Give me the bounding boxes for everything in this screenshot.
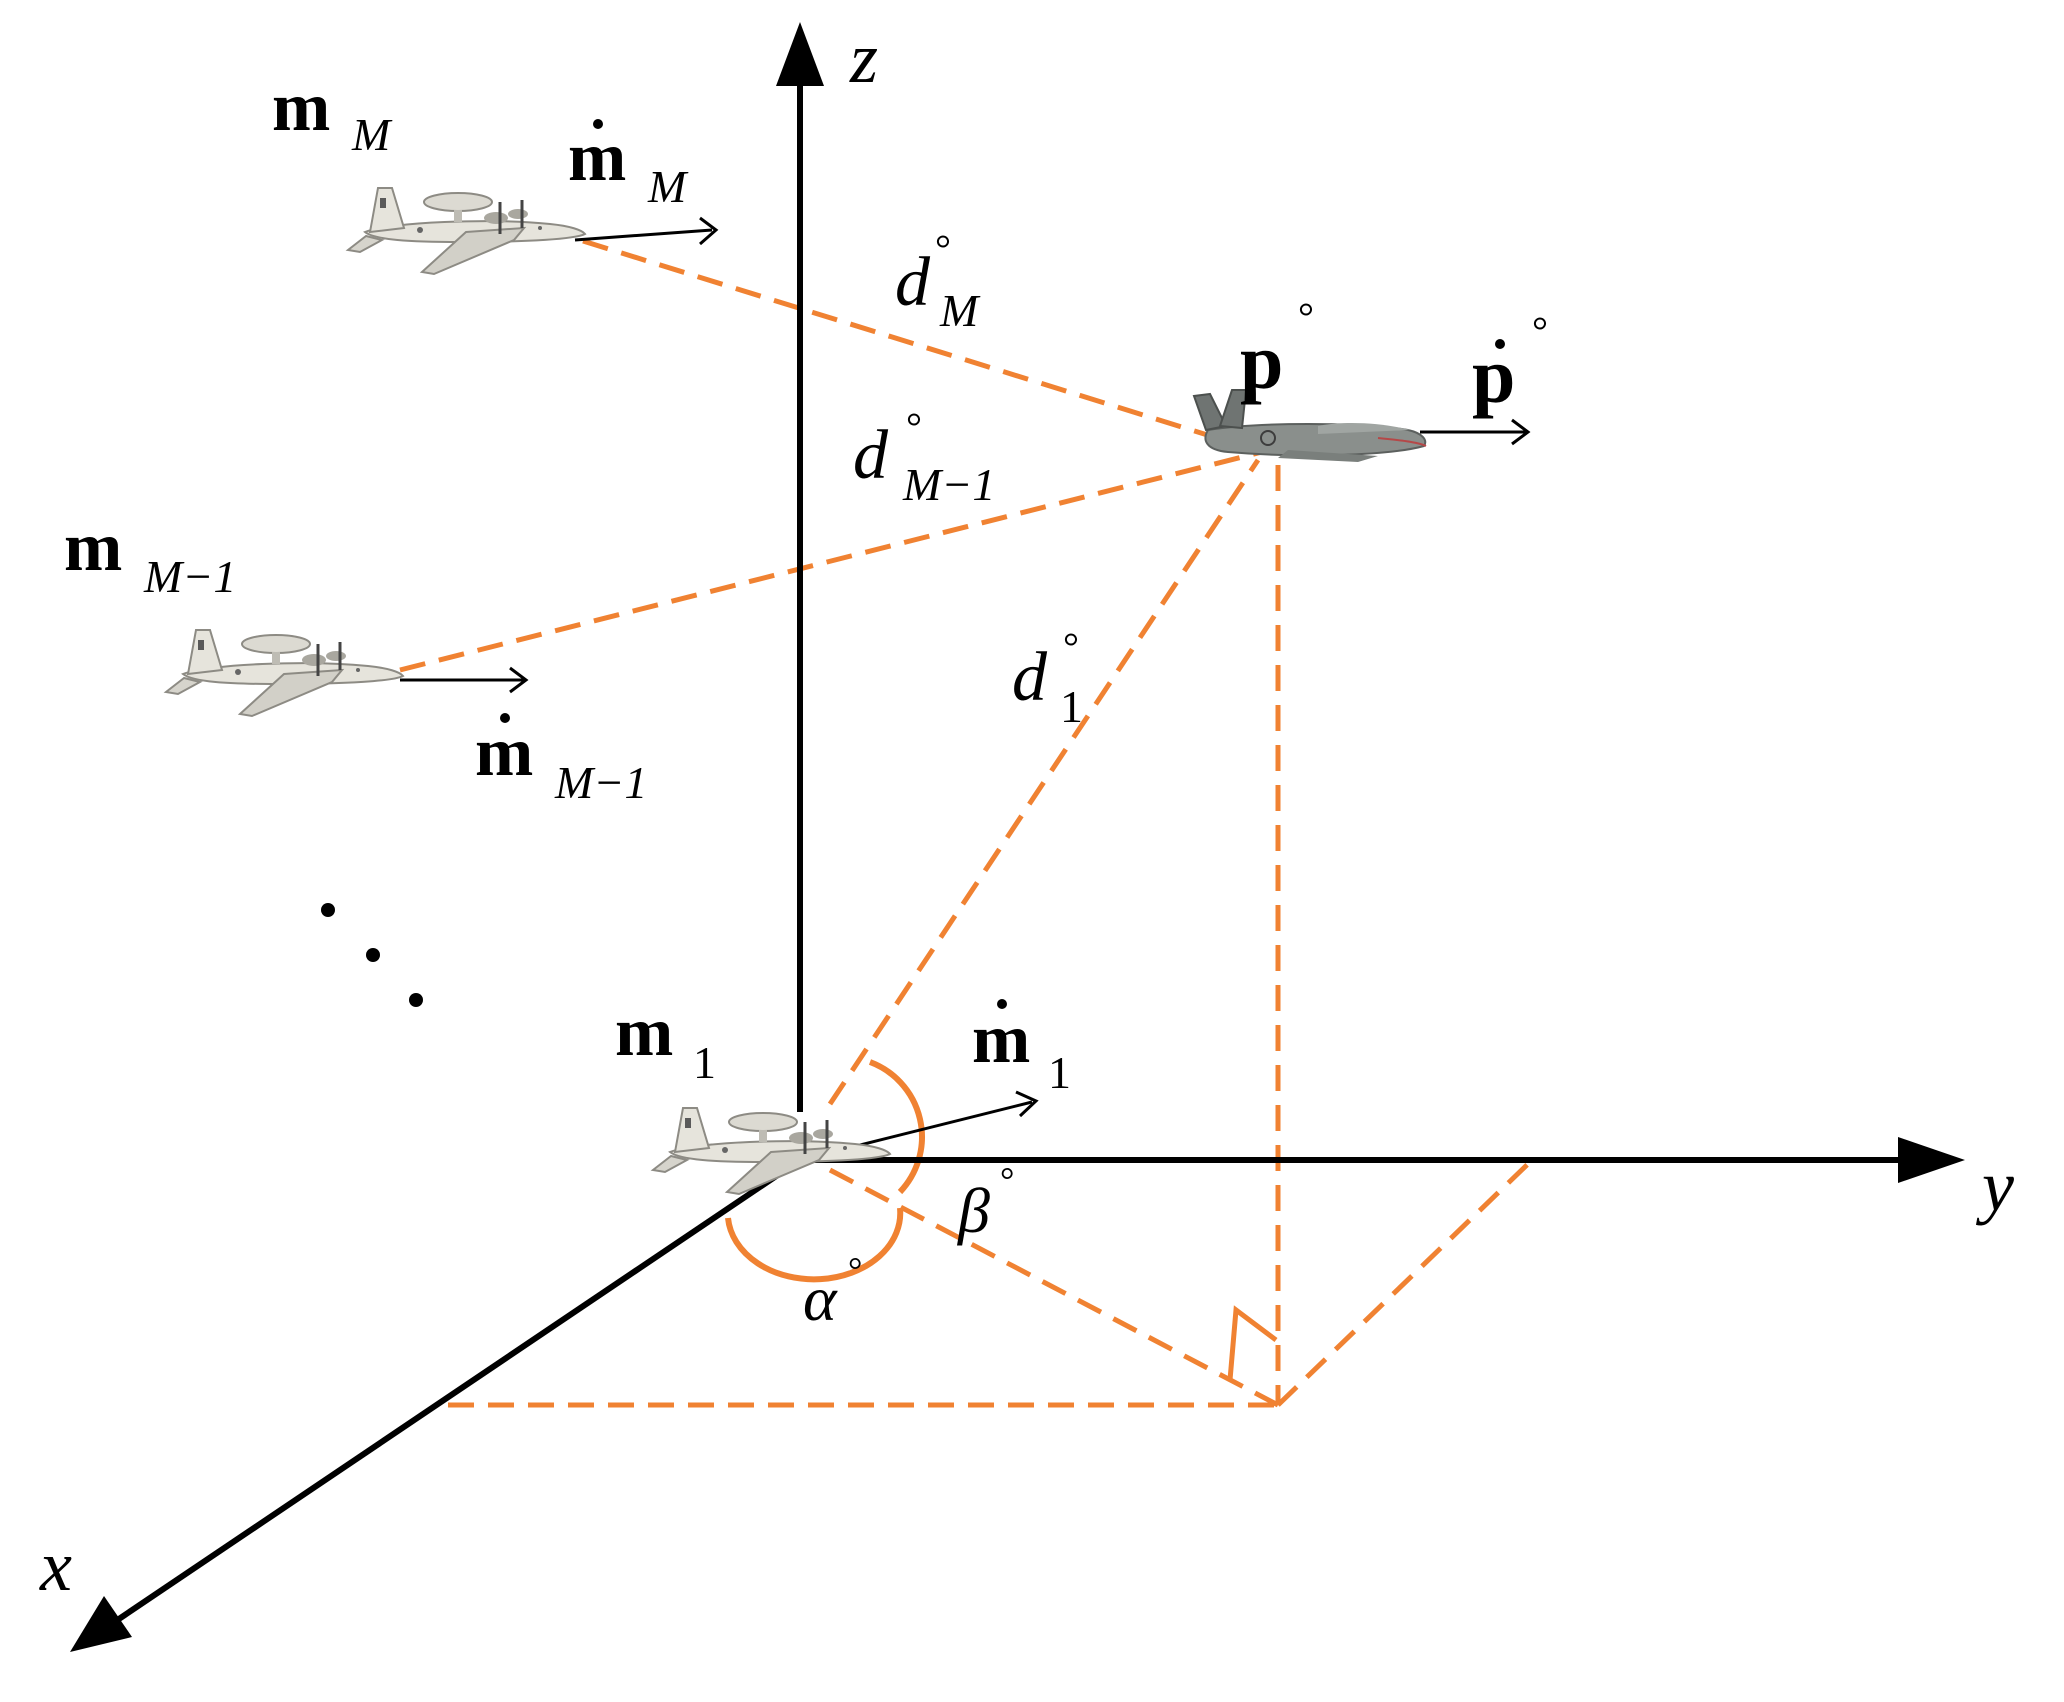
- axis-label-x: x: [39, 1526, 72, 1606]
- distance-line-M-minus-1: [399, 449, 1263, 673]
- svg-text:°: °: [848, 1250, 862, 1290]
- coordinate-axes: [70, 22, 1965, 1652]
- awacs-aircraft-icon: [164, 628, 405, 718]
- svg-text:m: m: [568, 119, 626, 196]
- svg-text:1: 1: [1060, 681, 1083, 732]
- axis-label-y: y: [1975, 1146, 2014, 1226]
- svg-text:1: 1: [693, 1037, 716, 1088]
- label-alpha: α °: [803, 1250, 862, 1334]
- svg-text:M−1: M−1: [554, 757, 647, 808]
- svg-text:M: M: [647, 161, 689, 212]
- svg-text:p: p: [1472, 332, 1515, 419]
- y-axis-arrowhead: [1898, 1137, 1965, 1183]
- svg-text:m: m: [972, 1001, 1030, 1078]
- svg-text:p: p: [1240, 318, 1283, 405]
- velocity-arrows: [400, 216, 1531, 1150]
- label-m1-dot: m 1: [972, 999, 1071, 1098]
- svg-text:M−1: M−1: [143, 551, 236, 602]
- svg-text:M−1: M−1: [902, 459, 995, 510]
- x-axis: [108, 1157, 802, 1628]
- velocity-arrow-m1: [847, 1090, 1039, 1150]
- axis-label-z: z: [849, 18, 878, 98]
- svg-text:d: d: [853, 417, 889, 494]
- label-target-velocity: p °: [1472, 308, 1548, 419]
- svg-text:m: m: [272, 69, 330, 146]
- velocity-arrow-mM-minus-1: [400, 666, 529, 694]
- svg-text:°: °: [1063, 624, 1079, 669]
- label-dM-minus-1: d ° M−1: [853, 404, 995, 510]
- svg-text:m: m: [64, 509, 122, 586]
- ground-projection-line: [828, 1167, 1280, 1408]
- ellipsis-dots: [321, 903, 423, 1007]
- z-axis-arrowhead: [776, 22, 824, 86]
- svg-text:d: d: [895, 244, 931, 321]
- alpha-angle-arc: [725, 1207, 904, 1283]
- y-component-line: [1276, 1160, 1532, 1407]
- label-m1: m 1: [615, 994, 716, 1088]
- x-axis-arrowhead: [70, 1596, 132, 1652]
- svg-text:M: M: [351, 109, 393, 160]
- svg-text:°: °: [1532, 308, 1548, 353]
- svg-text:d: d: [1012, 639, 1048, 716]
- velocity-arrow-target: [1420, 418, 1531, 446]
- awacs-aircraft-icon: [651, 1106, 892, 1196]
- label-dM: d ° M: [895, 226, 981, 336]
- dashed-lines: [399, 238, 1532, 1408]
- svg-text:M: M: [939, 285, 981, 336]
- svg-text:°: °: [1000, 1160, 1014, 1200]
- distance-line-1: [827, 458, 1261, 1106]
- label-d1: d ° 1: [1012, 624, 1083, 732]
- velocity-arrow-mM: [574, 216, 719, 246]
- distance-line-M: [582, 238, 1231, 445]
- svg-text:α: α: [803, 1263, 838, 1334]
- label-mM-minus-1: m M−1: [64, 509, 236, 602]
- svg-text:β: β: [956, 1175, 990, 1246]
- svg-text:m: m: [615, 994, 673, 1071]
- label-target-position: p °: [1240, 294, 1314, 405]
- uav-icon: [1193, 389, 1427, 463]
- awacs-aircraft-icon: [346, 186, 587, 276]
- right-angle-marker: [1227, 1305, 1278, 1381]
- svg-text:m: m: [475, 714, 533, 791]
- svg-text:°: °: [1298, 294, 1314, 339]
- beta-angle-arc: [868, 1059, 925, 1195]
- label-mM-dot: m M: [568, 119, 689, 212]
- svg-text:°: °: [906, 404, 922, 449]
- label-mM-minus-1-dot: m M−1: [475, 713, 647, 808]
- svg-text:°: °: [935, 226, 951, 271]
- label-beta: β °: [956, 1160, 1014, 1246]
- svg-text:1: 1: [1048, 1047, 1071, 1098]
- label-mM: m M: [272, 69, 393, 160]
